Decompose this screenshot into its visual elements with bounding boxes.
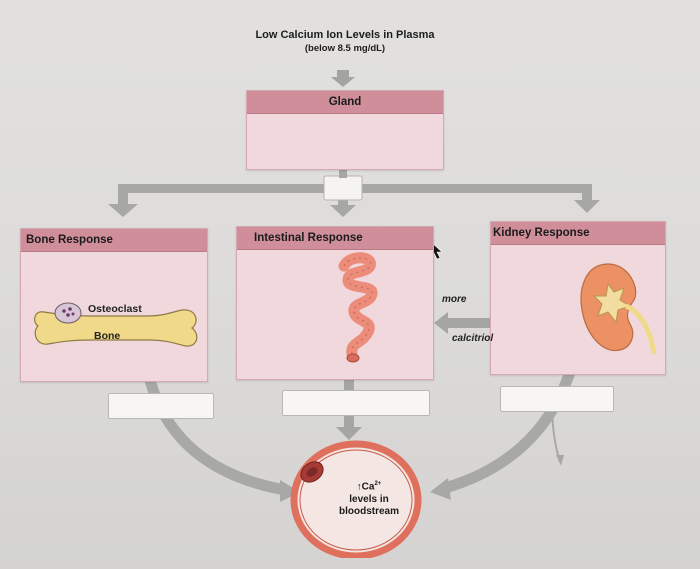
gland-header: Gland [247,91,443,114]
bone-answer-box[interactable] [108,393,214,419]
calcium-charge: 2+ [374,481,382,487]
kidney-answer-box[interactable] [500,386,614,412]
osteoclast-cell [54,302,82,324]
gland-box: Gland [246,90,444,170]
arrow-calcitriol [434,312,490,334]
calcitriol-label: calcitriol [452,333,494,344]
title-main: Low Calcium Ion Levels in Plasma [255,29,435,41]
arrow-intestine-to-box [344,377,354,390]
more-label: more [442,294,467,305]
up-arrow-icon: ↑ [356,481,362,493]
bloodstream-vessel [290,440,422,558]
calcium-symbol: Ca [361,481,375,493]
kidney-response-box: Kidney Response [490,221,666,375]
bloodstream-text: ↑Ca2+ levels in bloodstream [330,478,408,519]
arrow-title-to-gland [331,70,355,87]
arrow-box-to-bloodstream [336,415,362,440]
bloodstream-line-3: bloodstream [338,506,399,518]
kidney-header: Kidney Response [491,222,665,245]
intestinal-header: Intestinal Response [237,227,433,250]
intestine-shape [338,252,378,360]
bone-response-box: Bone Response [20,228,208,382]
gland-header-label: Gland [328,96,362,108]
diagram-title: Low Calcium Ion Levels in Plasma (below … [230,28,460,56]
intestine-illustration [338,252,378,363]
calcium-level-line: ↑Ca2+ [330,478,408,494]
bloodstream-line-2: levels in [349,493,389,505]
bone-header: Bone Response [21,229,207,252]
branch-junction-box [323,175,363,201]
intestine-answer-box[interactable] [282,390,430,416]
kidney-header-label: Kidney Response [493,227,590,239]
intestinal-header-label: Intestinal Response [254,232,363,244]
renal-pelvis [592,282,632,324]
ureter [624,303,657,355]
bone-label: Bone [94,330,121,342]
osteoclast-label: Osteoclast [88,303,142,315]
kidney-illustration [580,263,657,355]
intestinal-response-box: Intestinal Response [236,226,434,380]
bone-header-label: Bone Response [26,234,113,246]
bone-illustration [34,302,198,347]
title-sub: (below 8.5 mg/dL) [304,43,386,54]
